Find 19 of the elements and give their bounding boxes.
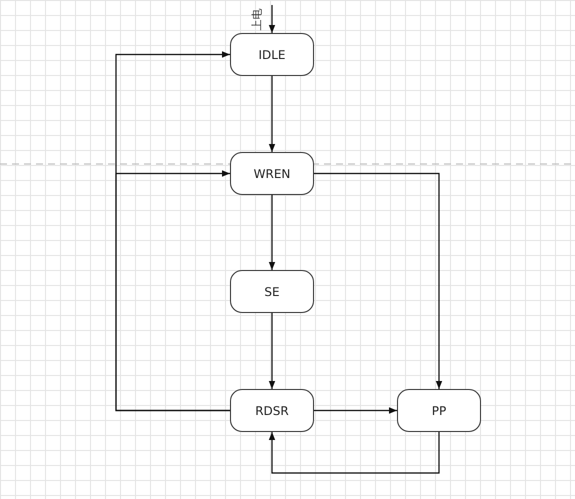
state-box <box>230 152 314 195</box>
state-name: SE <box>264 284 280 298</box>
arrow <box>268 195 276 270</box>
state-box <box>397 389 481 432</box>
state-name: RDSR <box>255 404 289 418</box>
arrow <box>115 170 230 412</box>
arrow <box>268 5 276 33</box>
arrow <box>268 432 440 474</box>
arrow <box>268 313 276 389</box>
state-box <box>230 389 314 432</box>
state-box <box>230 33 314 76</box>
arrow <box>268 76 276 152</box>
arrow <box>314 172 442 389</box>
state-box <box>230 270 314 313</box>
arrow <box>314 407 397 414</box>
state-name: WREN <box>254 166 290 180</box>
state-name: IDLE <box>258 48 286 62</box>
state-name: PP <box>432 404 446 418</box>
edge-label: 上电 <box>249 8 264 30</box>
